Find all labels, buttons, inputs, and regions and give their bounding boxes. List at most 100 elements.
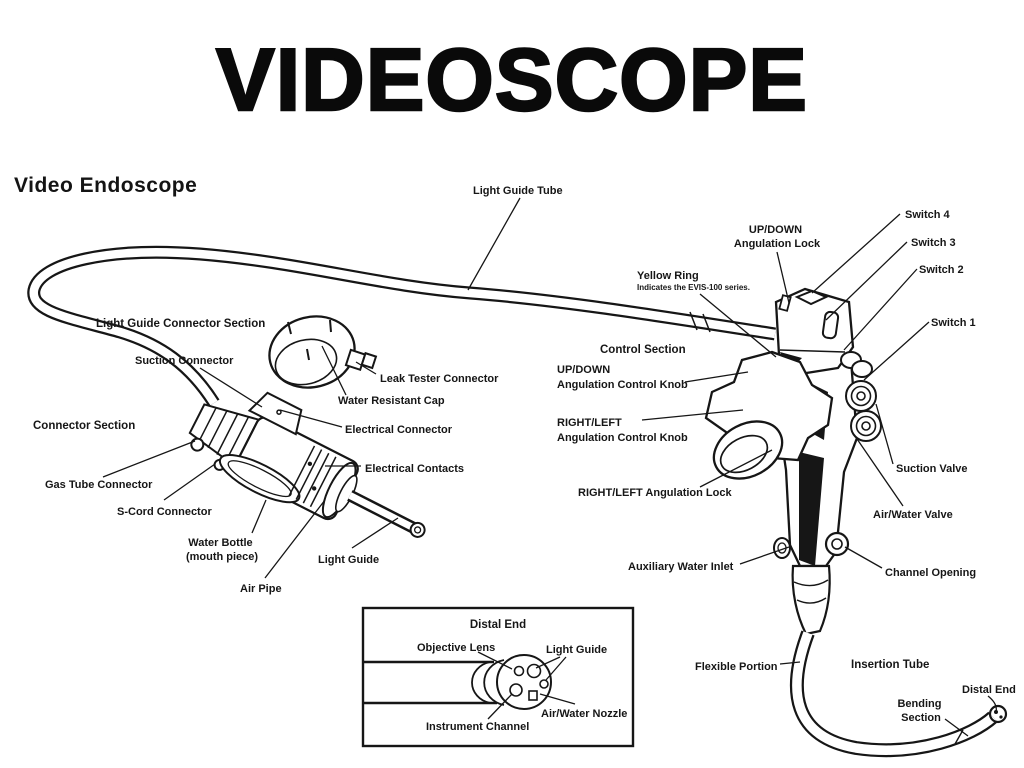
switch-4-cap	[794, 289, 829, 306]
leak-tester-connector-tip	[360, 351, 378, 370]
electrical-connector-block	[247, 391, 303, 436]
label-bending-section: Bending Section	[897, 698, 944, 724]
label-water-bottle-line2: (mouth piece)	[186, 551, 258, 563]
inset-airwater-nozzle	[528, 690, 538, 701]
yellow-ring-mark-2	[702, 313, 711, 333]
label-rightleft-knob-line1: RIGHT/LEFT	[557, 417, 622, 429]
label-updown-knob-line1: UP/DOWN	[557, 364, 610, 376]
label-rightleft-angulation-lock: RIGHT/LEFT Angulation Lock	[578, 487, 732, 499]
label-inset-instrument-channel: Instrument Channel	[426, 721, 529, 733]
inset-light-guide-hole-1	[526, 663, 542, 679]
distal-end-tip	[988, 704, 1008, 724]
boot-rib-1	[793, 579, 829, 587]
inset-tube-ring-2	[483, 659, 505, 706]
label-channel-opening: Channel Opening	[885, 567, 976, 579]
inset-objective-lens-hole	[513, 665, 525, 677]
contacts-rib-3	[302, 452, 330, 504]
taper-rib-2	[207, 410, 228, 449]
label-yellow-ring-note: Indicates the EVIS-100 series.	[637, 283, 750, 292]
body-stripe	[799, 452, 824, 566]
label-inset-objective-lens: Objective Lens	[417, 642, 495, 654]
distal-end-tip-dot2	[999, 715, 1003, 719]
label-flexible-portion: Flexible Portion	[695, 661, 778, 673]
label-suction-valve: Suction Valve	[896, 463, 968, 475]
contacts-dot-1	[307, 461, 313, 467]
cable-core	[29, 248, 776, 406]
label-inset-title: Distal End	[470, 619, 526, 631]
label-switch-2: Switch 2	[919, 264, 964, 276]
boot-rib-2	[796, 597, 827, 604]
label-water-bottle: Water Bottle (mouth piece)	[186, 537, 258, 563]
diagram-subtitle: Video Endoscope	[14, 174, 198, 197]
electrical-connector-screw	[276, 409, 282, 415]
water-resistant-cap-drawing	[268, 315, 378, 389]
taper-rib-4	[225, 416, 250, 461]
contacts-rib-1	[288, 445, 316, 497]
light-guide-rod-core	[348, 492, 416, 532]
contacts-rib-4	[309, 456, 337, 508]
label-water-bottle-line1: Water Bottle	[188, 537, 252, 549]
control-head	[704, 287, 882, 636]
airwater-valve-hole	[861, 421, 871, 431]
label-electrical-connector: Electrical Connector	[345, 424, 453, 436]
switch-1-button-b	[851, 360, 873, 378]
cap-inner	[274, 338, 338, 386]
label-rightleft-knob-line2: Angulation Control Knob	[557, 432, 688, 444]
label-control-section: Control Section	[600, 344, 686, 356]
label-gas-tube-connector: Gas Tube Connector	[45, 479, 153, 491]
label-leak-tester-connector: Leak Tester Connector	[380, 373, 499, 385]
label-leader-lines	[102, 197, 997, 737]
label-updown-angulation-control-knob: UP/DOWN Angulation Control Knob	[557, 364, 688, 391]
label-electrical-contacts: Electrical Contacts	[365, 463, 464, 475]
cap-slit-2	[329, 319, 332, 333]
connector-assembly	[188, 391, 426, 538]
label-inset-airwater-nozzle: Air/Water Nozzle	[541, 708, 627, 720]
housing-edge	[779, 349, 846, 353]
label-insertion-tube: Insertion Tube	[851, 659, 929, 671]
label-airwater-valve: Air/Water Valve	[873, 509, 953, 521]
inset-instrument-channel-hole	[509, 683, 523, 697]
contacts-dot-2	[311, 486, 317, 491]
yellow-ring-mark-1	[689, 311, 698, 331]
light-guide-rod-tip-core	[413, 526, 422, 534]
label-light-guide: Light Guide	[318, 554, 379, 566]
label-inset-light-guide: Light Guide	[546, 644, 607, 656]
slide-title: VIDEOSCOPE	[215, 30, 808, 129]
channel-opening-hole	[831, 538, 843, 550]
cap-slit-3	[306, 348, 310, 361]
label-water-resistant-cap: Water Resistant Cap	[338, 395, 445, 407]
label-auxiliary-water-inlet: Auxiliary Water Inlet	[628, 561, 734, 573]
label-switch-1: Switch 1	[931, 317, 976, 329]
distal-end-inset	[361, 606, 635, 748]
label-suction-connector: Suction Connector	[135, 355, 234, 367]
label-updown-knob-line2: Angulation Control Knob	[557, 379, 688, 391]
label-bending-section-line1: Bending	[897, 698, 941, 710]
rightleft-knob-face	[719, 434, 769, 474]
label-switch-4: Switch 4	[905, 209, 951, 221]
label-updown-angulation-lock: UP/DOWN Angulation Lock	[734, 224, 821, 250]
label-updown-angulation-lock-line1: UP/DOWN	[749, 224, 802, 236]
taper-rib-1	[198, 406, 218, 442]
cap-slit-1	[287, 321, 292, 335]
label-rightleft-angulation-control-knob: RIGHT/LEFT Angulation Control Knob	[557, 417, 688, 444]
label-bending-section-line2: Section	[901, 712, 941, 724]
taper-rib-3	[216, 413, 239, 455]
insertion-tube-core	[792, 631, 997, 755]
inset-light-guide-hole-2	[539, 679, 549, 689]
label-yellow-ring: Yellow Ring	[637, 270, 699, 282]
label-light-guide-connector-section: Light Guide Connector Section	[96, 318, 265, 330]
suction-valve-hole	[856, 391, 866, 401]
contacts-rib-2	[295, 449, 323, 500]
water-bottle-mouth-inner	[227, 460, 292, 498]
label-s-cord-connector: S-Cord Connector	[117, 506, 212, 518]
label-distal-end: Distal End	[962, 684, 1016, 696]
label-light-guide-tube: Light Guide Tube	[473, 185, 563, 197]
light-guide-tube-drawing	[27, 245, 777, 407]
label-switch-3: Switch 3	[911, 237, 956, 249]
label-connector-section: Connector Section	[33, 420, 135, 432]
inset-tube-ring	[471, 661, 491, 704]
label-updown-angulation-lock-line2: Angulation Lock	[734, 238, 821, 250]
bending-section-joint	[954, 729, 964, 745]
